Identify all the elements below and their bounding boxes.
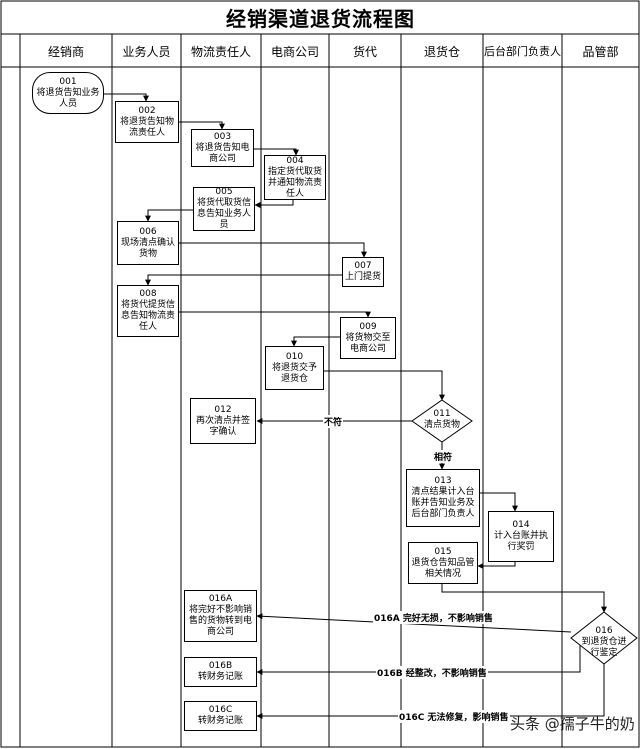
node-text: 到退货仓进行鉴定 <box>581 637 627 658</box>
node-text: 现场清点确认货物 <box>120 237 175 259</box>
edge-label-016a: 016A 完好无损，不影响销售 <box>373 611 494 624</box>
node-number: 013 <box>434 476 452 486</box>
node-number: 005 <box>215 187 233 197</box>
edge-label-016c: 016C 无法修复，影响销售 <box>398 710 510 723</box>
node-001: 001 将退货告知业务人员 <box>32 72 104 114</box>
node-011: 011 清点货物 <box>414 409 470 431</box>
node-text: 将货代提货信息告知物流责任人 <box>120 300 175 332</box>
lane-header-ecommerce: 电商公司 <box>270 45 319 59</box>
node-016: 016 到退货仓进行鉴定 <box>578 626 630 659</box>
node-text: 清点货物 <box>423 420 460 430</box>
lane-dividers <box>19 34 563 747</box>
edge-label-mismatch: 不符 <box>323 415 344 428</box>
node-text: 将退货告知电商公司 <box>195 142 250 164</box>
node-number: 016B <box>208 661 233 671</box>
node-number: 009 <box>359 321 377 332</box>
node-number: 016A <box>208 594 233 604</box>
node-text: 清点结果计入台账并告知业务及后台部门负责人 <box>411 487 475 519</box>
node-text: 指定货代取货并通知物流责任人 <box>267 166 322 199</box>
lane-header-return-warehouse: 退货仓 <box>423 45 460 59</box>
node-009: 009 将货物交至电商公司 <box>340 317 396 359</box>
decision-011-shape <box>411 399 473 443</box>
node-number: 002 <box>138 105 156 116</box>
node-number: 001 <box>59 76 77 87</box>
node-008: 008 将货代提货信息告知物流责任人 <box>117 285 179 337</box>
node-text: 将货代取货信息告知业务人员 <box>196 198 251 230</box>
node-014: 014 计入台账并执行奖罚 <box>488 511 554 562</box>
node-number: 003 <box>213 131 232 142</box>
node-016c: 016C 转财务记账 <box>184 701 257 731</box>
node-016b: 016B 转财务记账 <box>184 657 257 687</box>
node-text: 计入台账并执行奖罚 <box>493 531 548 552</box>
node-text: 将退货告知业务人员 <box>36 87 100 109</box>
page-title: 经销渠道退货流程图 <box>226 7 415 31</box>
node-text: 上门提货 <box>345 272 382 282</box>
node-number: 006 <box>139 226 157 237</box>
node-text: 转财务记账 <box>197 672 243 682</box>
lane-header-qc: 品管部 <box>582 45 619 59</box>
node-number: 016C <box>208 705 233 715</box>
node-text: 将货物交至电商公司 <box>345 332 391 354</box>
decision-016-shape <box>570 611 638 665</box>
node-number: 012 <box>214 404 232 415</box>
node-number: 011 <box>433 409 451 419</box>
node-text: 将退货告知物流责任人 <box>119 116 174 138</box>
node-text: 将退货交予退货仓 <box>271 362 317 384</box>
node-005: 005 将货代取货信息告知业务人员 <box>193 187 255 231</box>
node-004: 004 指定货代取货并通知物流责任人 <box>264 155 326 200</box>
watermark: 头条 @孺子牛的奶 <box>510 715 635 733</box>
edge-label-match: 相符 <box>433 450 454 463</box>
lane-header-sales: 业务人员 <box>122 45 171 59</box>
lane-header-forwarder: 货代 <box>352 45 377 59</box>
lane-header-dealer: 经销商 <box>47 45 84 59</box>
node-number: 015 <box>434 546 452 557</box>
node-010: 010 将退货交予退货仓 <box>265 346 324 390</box>
node-number: 010 <box>285 351 304 362</box>
node-016a: 016A 将完好不影响销售的货物转到电商公司 <box>184 590 257 642</box>
node-003: 003 将退货告知电商公司 <box>191 129 254 167</box>
node-number: 007 <box>354 261 372 271</box>
node-number: 016 <box>595 626 613 636</box>
node-007: 007 上门提货 <box>342 257 384 287</box>
lane-header-backoffice: 后台部门负责人 <box>484 45 561 58</box>
node-015: 015 退货仓告知品管相关情况 <box>408 542 478 584</box>
connectors <box>104 93 607 719</box>
node-002: 002 将退货告知物流责任人 <box>115 101 179 143</box>
edge-label-016b: 016B 经整改，不影响销售 <box>376 666 488 679</box>
node-013: 013 清点结果计入台账并告知业务及后台部门负责人 <box>406 469 480 527</box>
node-text: 再次清点并签字确认 <box>195 415 250 437</box>
node-number: 014 <box>512 520 530 530</box>
lane-header-logistics: 物流责任人 <box>190 45 251 59</box>
node-text: 将完好不影响销售的货物转到电商公司 <box>188 605 252 637</box>
node-006: 006 现场清点确认货物 <box>117 221 179 265</box>
node-number: 004 <box>286 155 304 166</box>
node-number: 008 <box>139 289 157 299</box>
node-text: 转财务记账 <box>197 716 243 726</box>
node-012: 012 再次清点并签字确认 <box>190 398 256 444</box>
node-text: 退货仓告知品管相关情况 <box>411 557 475 579</box>
